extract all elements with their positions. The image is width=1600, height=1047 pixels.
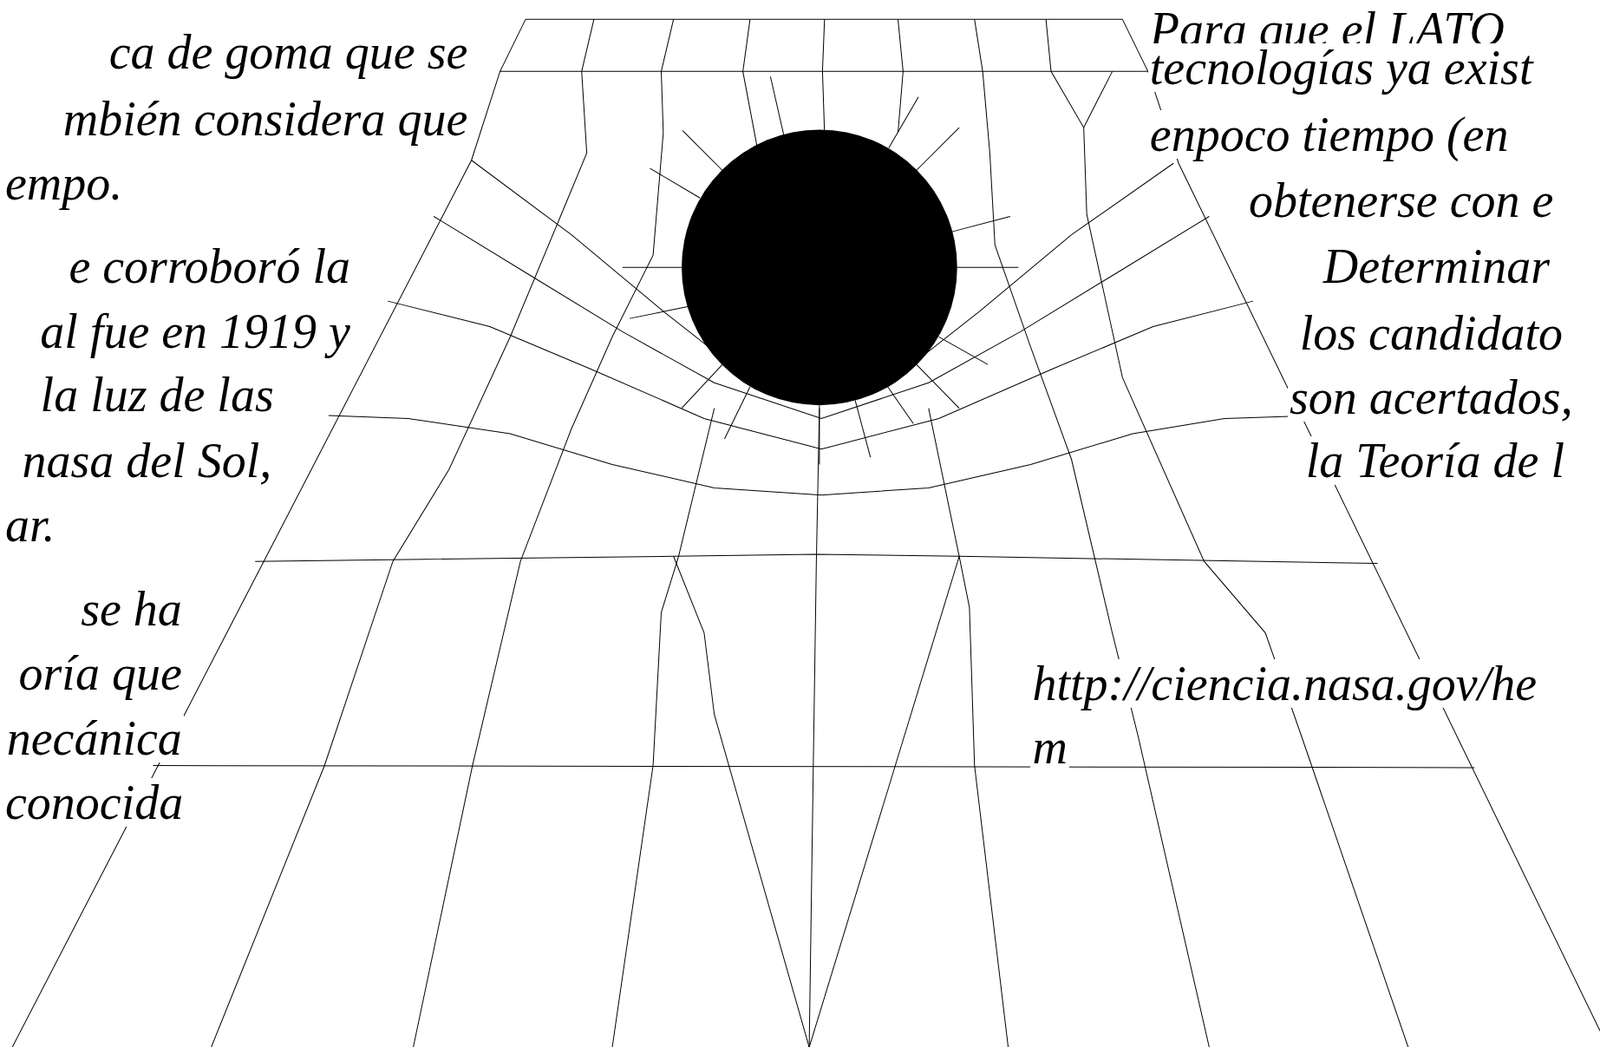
text-fragment: la luz de las [39, 370, 276, 419]
radial-tick [818, 404, 820, 464]
text-fragment: los candidato [1298, 308, 1565, 358]
radial-tick [888, 386, 914, 424]
text-fragment: al fue en 1919 y [38, 306, 353, 356]
grid-line [974, 19, 1210, 1047]
text-fragment: mbién considera que [61, 94, 471, 144]
grid-line [1122, 19, 1600, 1031]
radial-tick [952, 215, 1011, 232]
text-fragment: necánica [5, 713, 184, 763]
grid-line [673, 555, 810, 1047]
grid-line [525, 19, 1123, 20]
text-fragment: se ha [78, 584, 184, 634]
grid-line [1084, 71, 1113, 128]
radial-tick [622, 267, 682, 268]
text-fragment: obtenerse con e [1247, 176, 1555, 225]
text-fragment: nasa del Sol, [20, 436, 275, 485]
radial-tick [916, 364, 960, 409]
radial-tick [916, 127, 960, 170]
radial-tick [770, 76, 784, 135]
black-mass [681, 129, 958, 405]
radial-tick [682, 130, 723, 171]
radial-tick [724, 386, 750, 439]
text-fragment: http://ciencia.nasa.gov/he [1030, 659, 1539, 708]
text-fragment: ca de goma que se [107, 27, 471, 77]
grid-group [12, 19, 1600, 1047]
grid-line [809, 408, 820, 1047]
grid-line [822, 19, 824, 133]
radial-tick [855, 399, 871, 458]
radial-tick [888, 97, 919, 149]
text-fragment: Determinar [1321, 241, 1552, 291]
grid-line [211, 19, 595, 1047]
text-fragment: e corroboró la [66, 241, 353, 291]
grid-line [612, 408, 715, 1047]
grid-line [809, 555, 960, 1047]
radial-tick [939, 336, 988, 365]
text-fragment: son acertados, [1287, 372, 1575, 422]
grid-lines [12, 19, 1600, 1047]
text-fragment: oría que [17, 648, 184, 698]
radial-ticks [622, 76, 1019, 464]
text-fragment: conocida [3, 777, 185, 827]
text-fragment: m [1030, 722, 1069, 771]
grid-line [897, 19, 903, 133]
radial-tick [681, 364, 723, 409]
radial-tick [957, 267, 1019, 268]
text-fragment: la Teoría de l [1304, 436, 1567, 485]
radial-tick [629, 306, 690, 319]
radial-tick [650, 168, 701, 198]
text-fragment: enpoco tiempo (en [1148, 110, 1511, 159]
text-fragment: tecnologías ya exist [1148, 43, 1535, 92]
grid-line [328, 415, 1317, 496]
text-fragment: ar. [3, 500, 58, 549]
grid-line [928, 408, 1009, 1047]
text-fragment: empo. [3, 158, 125, 208]
grid-line [153, 765, 1476, 768]
grid-line [1045, 19, 1409, 1047]
